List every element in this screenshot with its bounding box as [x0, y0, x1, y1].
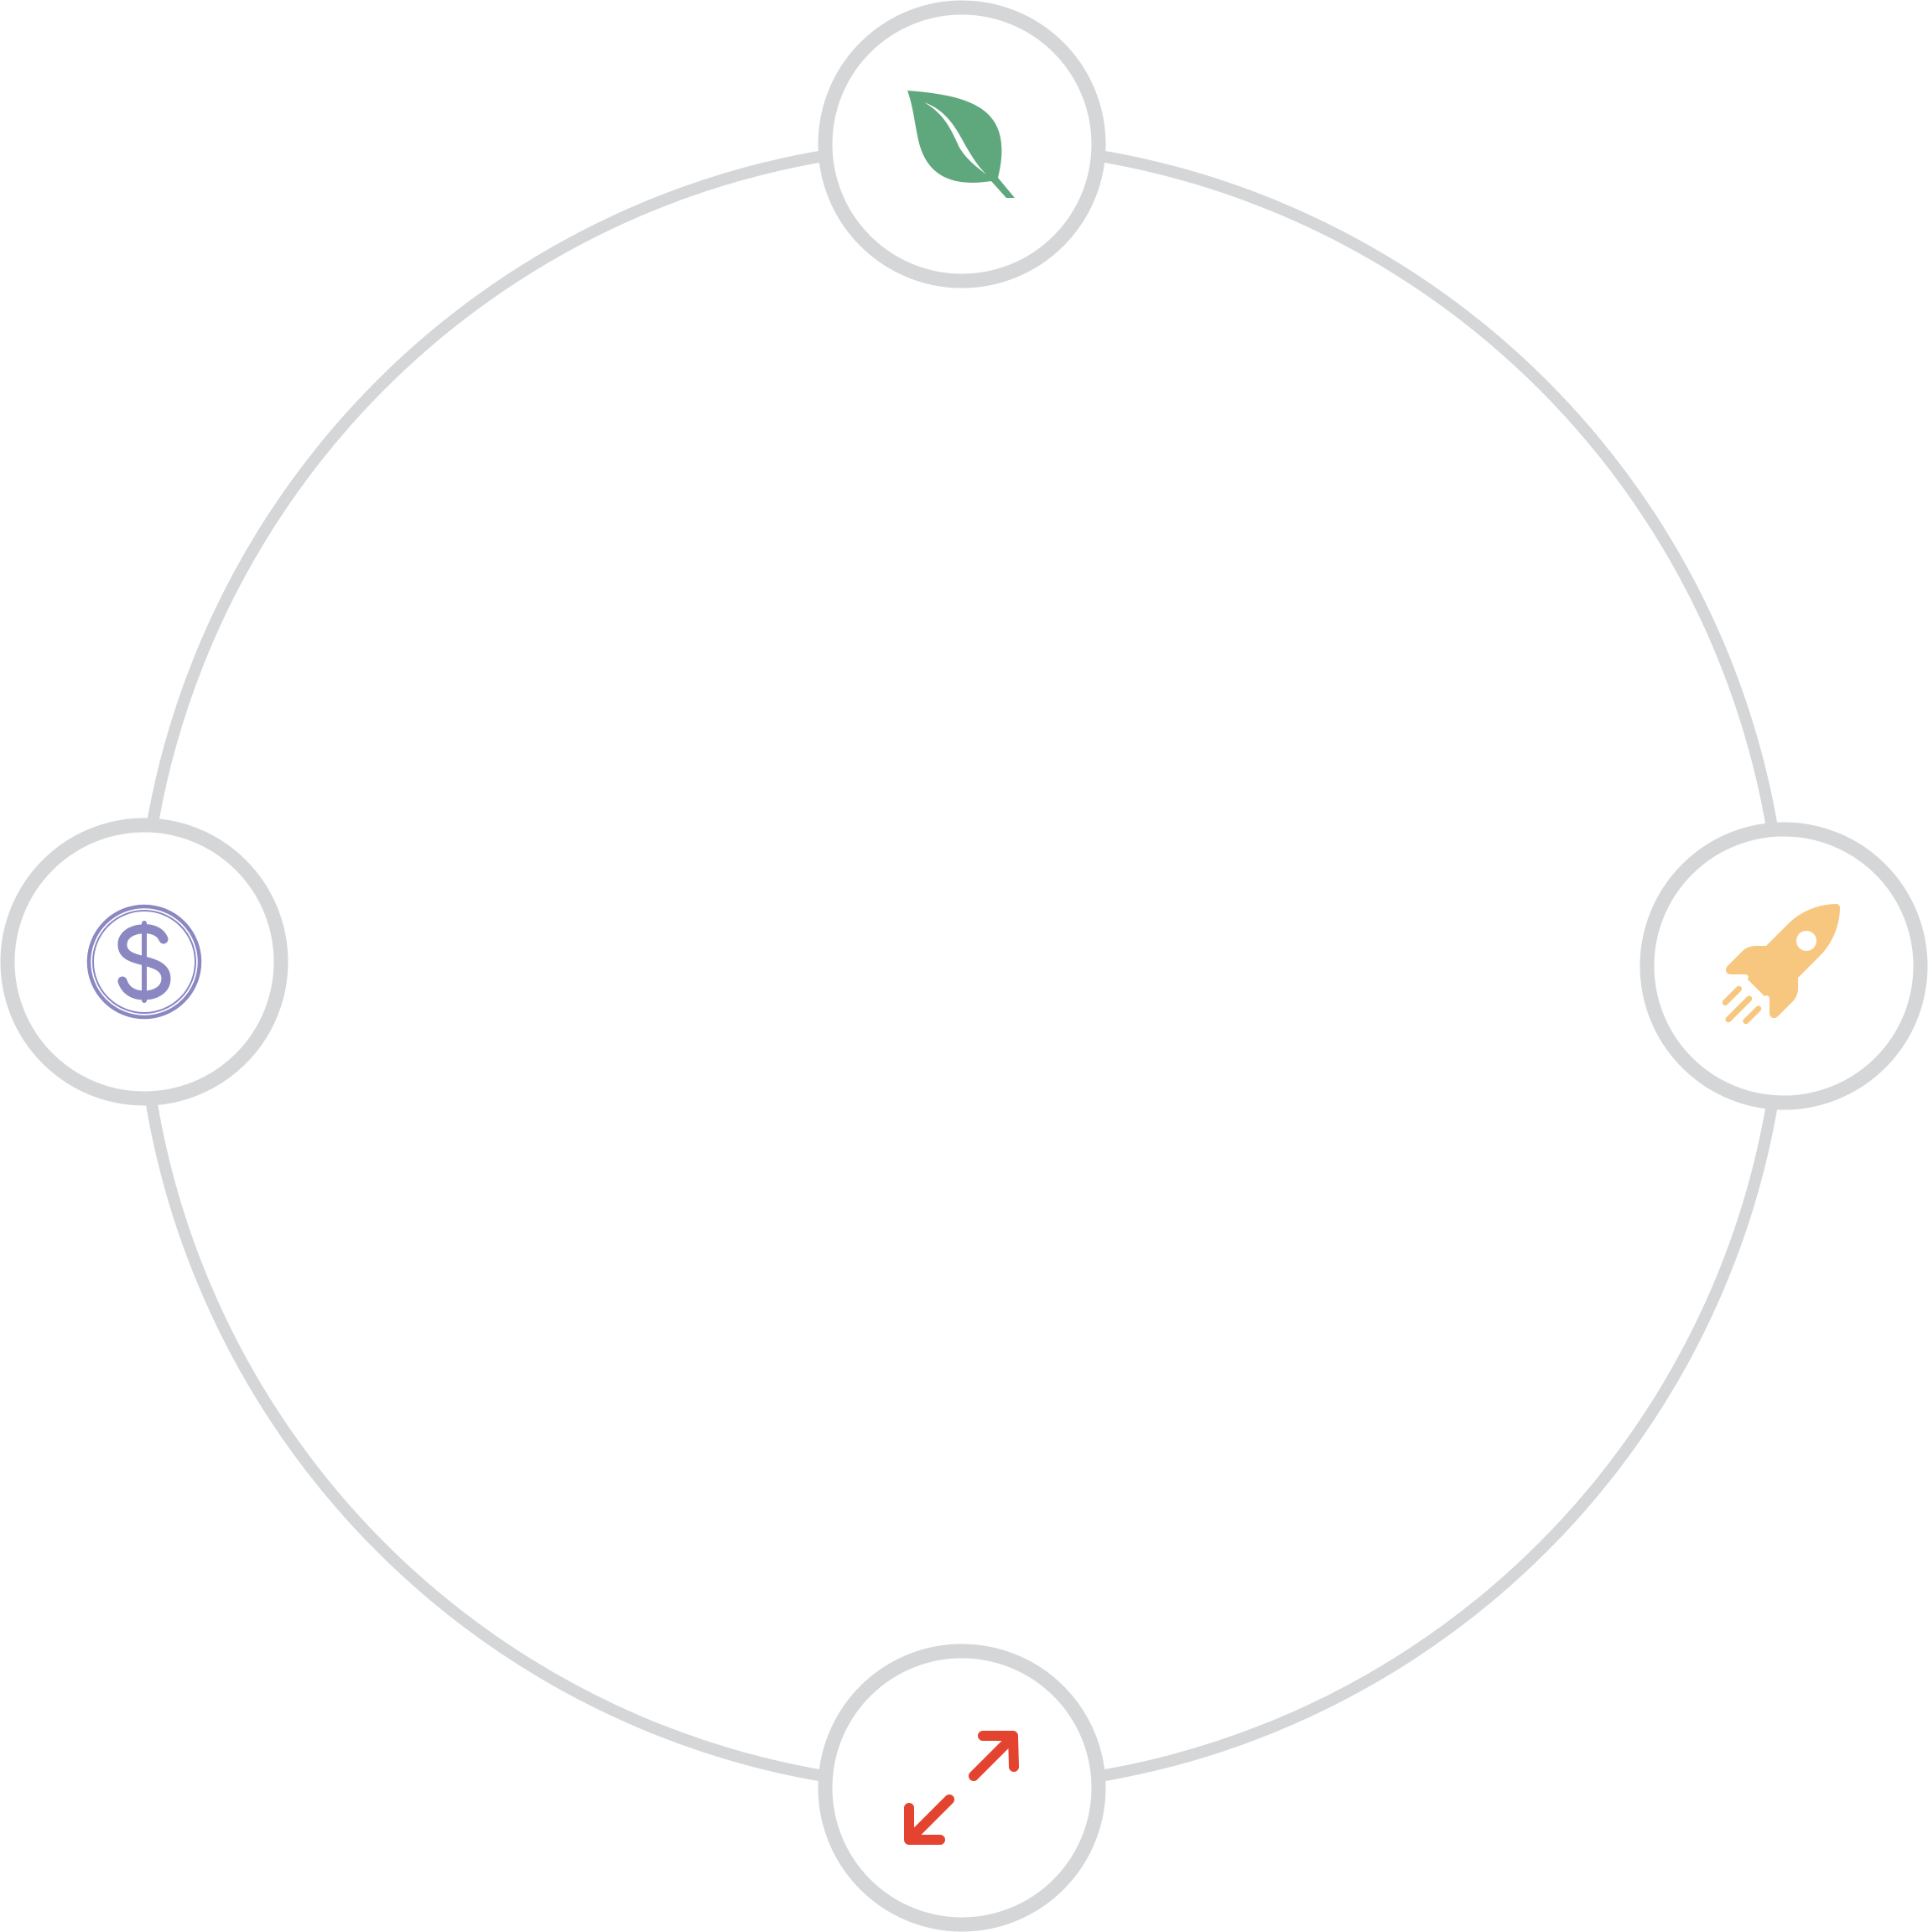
rocket-icon — [1722, 904, 1840, 1025]
resize-arrows-icon — [904, 1731, 1019, 1845]
node-bottom — [818, 1644, 1106, 1932]
node-top — [818, 0, 1106, 288]
node-left — [0, 818, 288, 1106]
node-bottom-circle — [818, 1644, 1106, 1932]
cycle-ring — [134, 138, 1790, 1794]
dollar-coin-icon — [86, 904, 202, 1020]
node-right — [1640, 822, 1928, 1110]
leaf-icon — [907, 91, 1015, 198]
